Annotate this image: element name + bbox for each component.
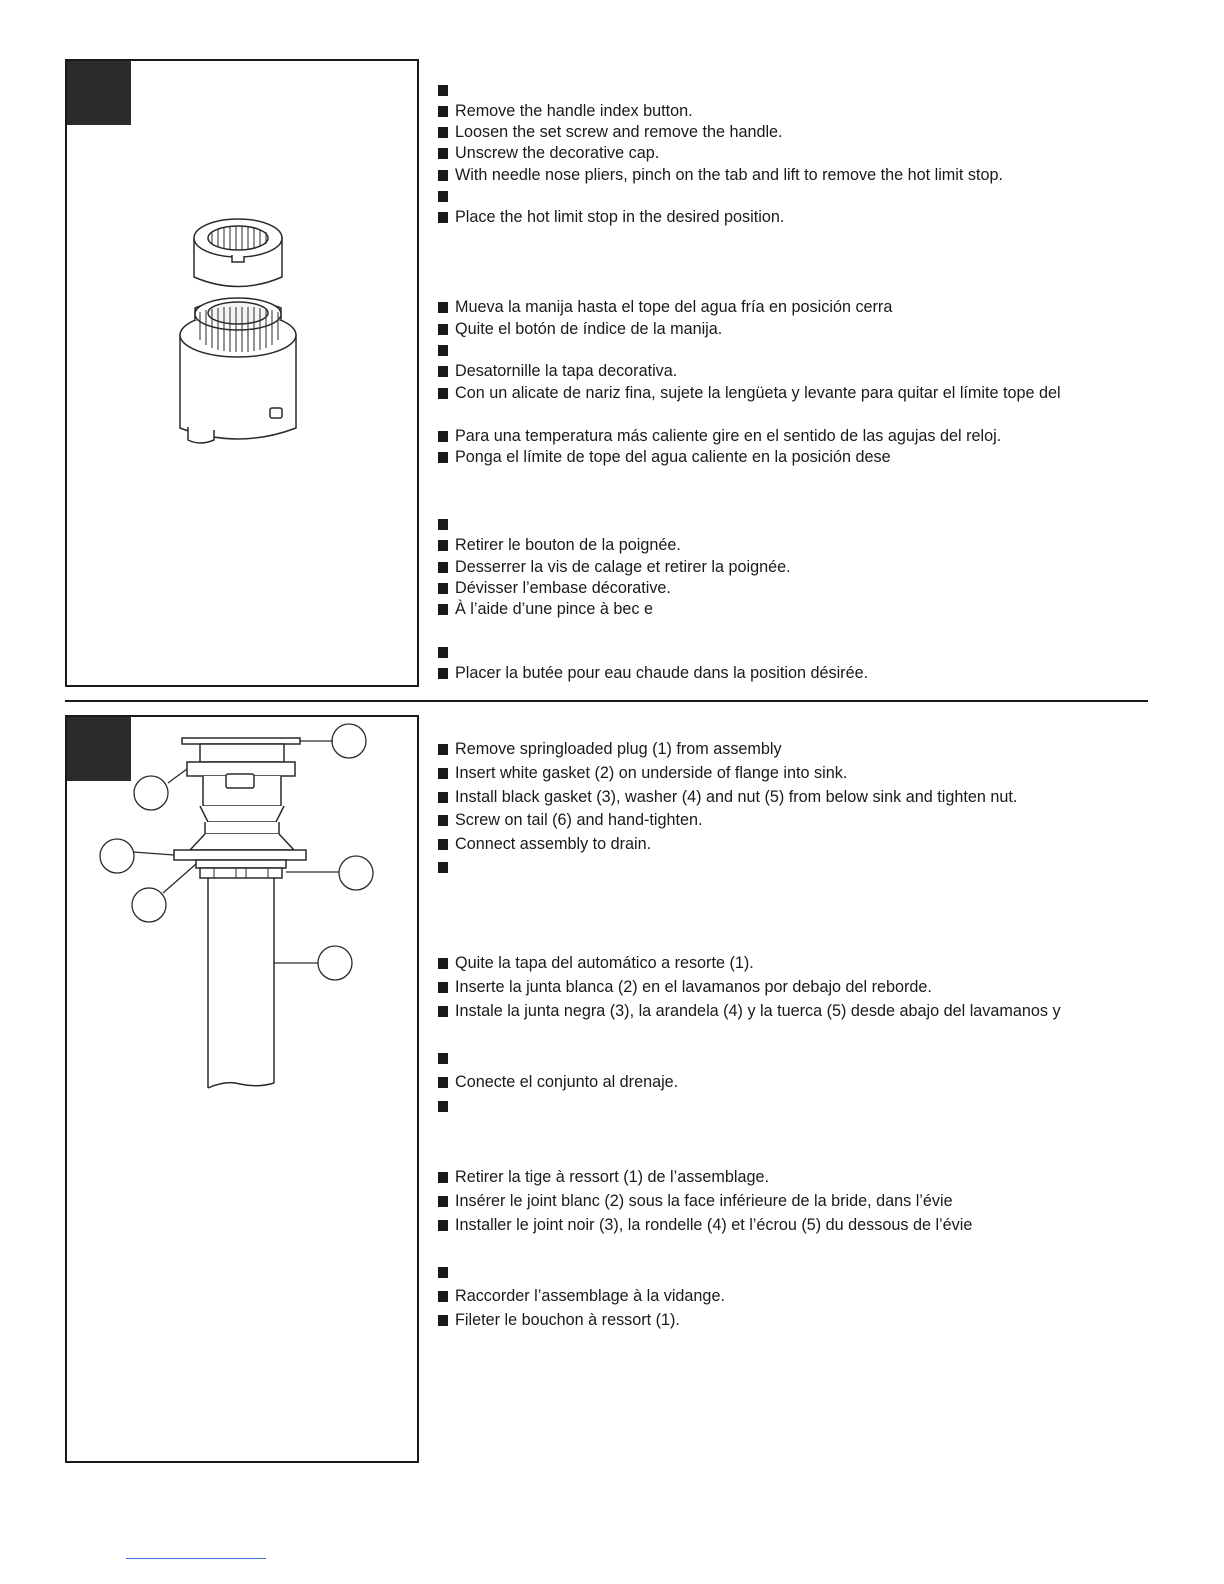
instruction-item: Fileter le bouchon à ressort (1). bbox=[438, 1310, 680, 1330]
instruction-item: Quite la tapa del automático a resorte (… bbox=[438, 953, 754, 973]
bullet-icon bbox=[438, 862, 448, 873]
bullet-icon bbox=[438, 366, 448, 377]
instruction-item: Retirer la tige à ressort (1) de l’assem… bbox=[438, 1167, 769, 1187]
instruction-item: Desserrer la vis de calage et retirer la… bbox=[438, 557, 791, 577]
bullet-icon bbox=[438, 792, 448, 803]
instruction-item: Loosen the set screw and remove the hand… bbox=[438, 122, 783, 142]
bullet-icon bbox=[438, 1196, 448, 1207]
instruction-item: À l’aide d’une pince à bec e bbox=[438, 599, 653, 619]
bullet-icon bbox=[438, 85, 448, 96]
bullet-icon bbox=[438, 170, 448, 181]
instruction-item: Quite el botón de índice de la manija. bbox=[438, 319, 722, 339]
bullet-icon bbox=[438, 212, 448, 223]
instruction-item: Screw on tail (6) and hand-tighten. bbox=[438, 810, 702, 830]
bullet-icon bbox=[438, 562, 448, 573]
instruction-item: Dévisser l’embase décorative. bbox=[438, 578, 671, 598]
instruction-item: Para una temperatura más caliente gire e… bbox=[438, 426, 1001, 446]
instruction-item: With needle nose pliers, pinch on the ta… bbox=[438, 165, 1003, 185]
instruction-item: Ponga el límite de tope del agua calient… bbox=[438, 447, 891, 467]
bullet-icon bbox=[438, 106, 448, 117]
instruction-item: Conecte el conjunto al drenaje. bbox=[438, 1072, 678, 1092]
step-number-tab bbox=[67, 717, 131, 781]
instruction-item: Install black gasket (3), washer (4) and… bbox=[438, 787, 1017, 807]
instruction-item: Retirer le bouton de la poignée. bbox=[438, 535, 681, 555]
bullet-icon bbox=[438, 668, 448, 679]
bullet-icon bbox=[438, 148, 448, 159]
bullet-icon bbox=[438, 1220, 448, 1231]
bullet-icon bbox=[438, 982, 448, 993]
instruction-item: Raccorder l’assemblage à la vidange. bbox=[438, 1286, 725, 1306]
bullet-icon bbox=[438, 540, 448, 551]
instruction-item bbox=[438, 186, 455, 206]
bullet-icon bbox=[438, 647, 448, 658]
instruction-item: Connect assembly to drain. bbox=[438, 834, 651, 854]
bullet-icon bbox=[438, 324, 448, 335]
cartridge-illustration bbox=[179, 218, 297, 444]
bullet-icon bbox=[438, 345, 448, 356]
instruction-item: Remove springloaded plug (1) from assemb… bbox=[438, 739, 782, 759]
bullet-icon bbox=[438, 1077, 448, 1088]
bullet-icon bbox=[438, 839, 448, 850]
bullet-icon bbox=[438, 191, 448, 202]
bullet-icon bbox=[438, 1291, 448, 1302]
footer-link-underline bbox=[126, 1558, 266, 1559]
bullet-icon bbox=[438, 744, 448, 755]
instruction-item: Remove the handle index button. bbox=[438, 101, 693, 121]
instruction-item: Insérer le joint blanc (2) sous la face … bbox=[438, 1191, 953, 1211]
instruction-item bbox=[438, 80, 455, 100]
instruction-item: Instale la junta negra (3), la arandela … bbox=[438, 1001, 1061, 1021]
bullet-icon bbox=[438, 1315, 448, 1326]
instruction-item: Place the hot limit stop in the desired … bbox=[438, 207, 784, 227]
instruction-item bbox=[438, 340, 455, 360]
bullet-icon bbox=[438, 1172, 448, 1183]
bullet-icon bbox=[438, 1101, 448, 1112]
instruction-item bbox=[438, 1048, 455, 1068]
bullet-icon bbox=[438, 431, 448, 442]
section-divider bbox=[65, 700, 1148, 702]
bullet-icon bbox=[438, 302, 448, 313]
bullet-icon bbox=[438, 1053, 448, 1064]
instruction-item: Inserte la junta blanca (2) en el lavama… bbox=[438, 977, 932, 997]
bullet-icon bbox=[438, 583, 448, 594]
instruction-item: Insert white gasket (2) on underside of … bbox=[438, 763, 847, 783]
bullet-icon bbox=[438, 1006, 448, 1017]
bullet-icon bbox=[438, 388, 448, 399]
instruction-item bbox=[438, 1096, 455, 1116]
instruction-item: Desatornille la tapa decorativa. bbox=[438, 361, 677, 381]
instruction-item bbox=[438, 857, 455, 877]
bullet-icon bbox=[438, 604, 448, 615]
bullet-icon bbox=[438, 127, 448, 138]
instruction-item: Con un alicate de nariz fina, sujete la … bbox=[438, 383, 1061, 403]
bullet-icon bbox=[438, 958, 448, 969]
bullet-icon bbox=[438, 1267, 448, 1278]
instruction-item bbox=[438, 514, 455, 534]
instruction-item: Mueva la manija hasta el tope del agua f… bbox=[438, 297, 892, 317]
instruction-item bbox=[438, 642, 455, 662]
bullet-icon bbox=[438, 768, 448, 779]
bullet-icon bbox=[438, 519, 448, 530]
bullet-icon bbox=[438, 815, 448, 826]
step-number-tab bbox=[67, 61, 131, 125]
instruction-item: Placer la butée pour eau chaude dans la … bbox=[438, 663, 868, 683]
instruction-item: Unscrew the decorative cap. bbox=[438, 143, 659, 163]
instruction-item bbox=[438, 1262, 455, 1282]
instruction-item: Installer le joint noir (3), la rondelle… bbox=[438, 1215, 972, 1235]
bullet-icon bbox=[438, 452, 448, 463]
